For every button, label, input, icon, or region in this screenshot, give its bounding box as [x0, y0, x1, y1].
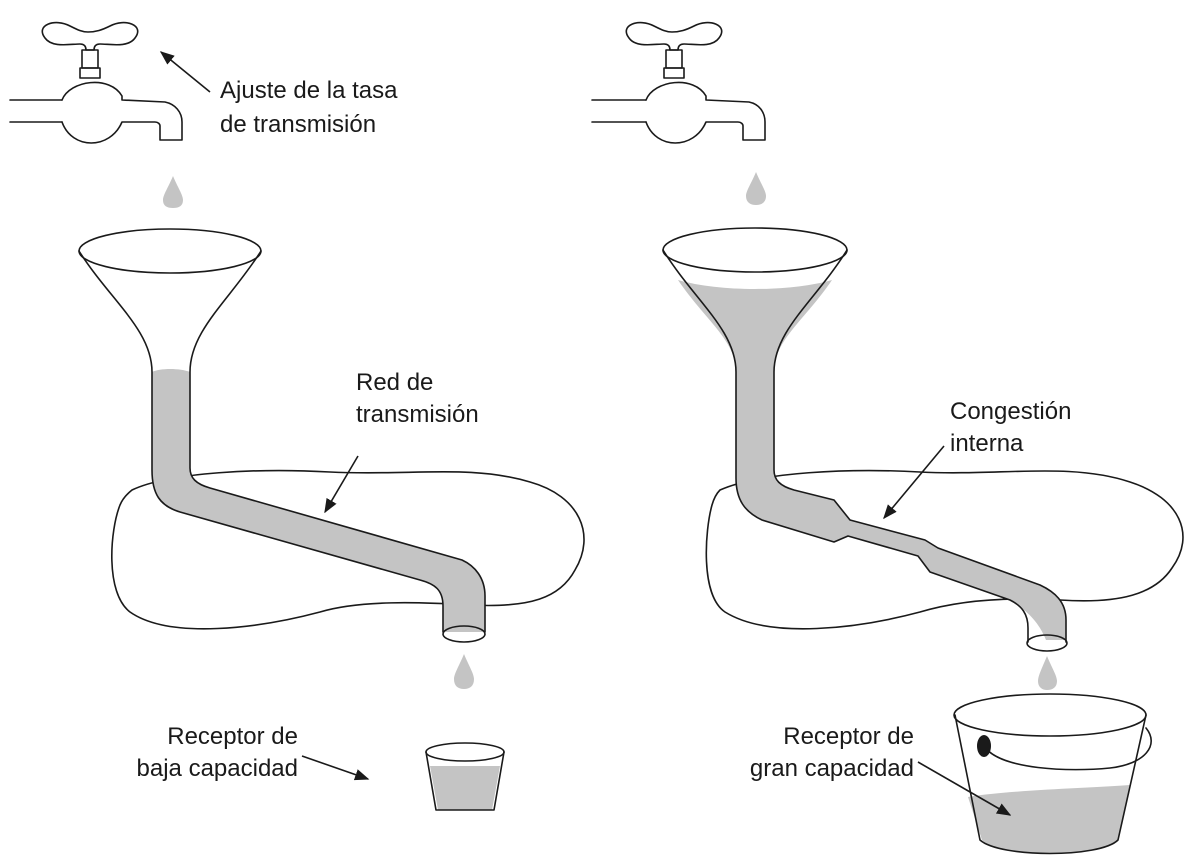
high-receiver-line1: Receptor de: [783, 723, 914, 750]
low-receiver-line2: baja capacidad: [137, 755, 298, 782]
left-scene: [9, 21, 585, 811]
right-scene: [591, 21, 1184, 855]
faucet-right-icon: [591, 21, 766, 144]
network-cloud-left: [111, 469, 585, 630]
tap-adjust-line2: de transmisión: [220, 111, 376, 138]
network-line1: Red de: [356, 369, 433, 396]
water-drop-left-top: [163, 176, 183, 208]
pipe-water-left: [152, 369, 485, 632]
congestion-line1: Congestión: [950, 398, 1071, 425]
funnel-right: [662, 227, 1068, 652]
congestion-line2: interna: [950, 430, 1024, 457]
water-drop-right-bottom: [1038, 656, 1057, 690]
high-receiver-line2: gran capacidad: [750, 755, 914, 782]
pipe-water-right: [678, 280, 1066, 640]
label-high-receiver: Receptor de gran capacidad: [750, 723, 1012, 816]
low-receiver-line1: Receptor de: [167, 723, 298, 750]
label-tap-adjust: Ajuste de la tasa de transmisión: [159, 51, 398, 138]
network-line2: transmisión: [356, 401, 479, 428]
label-low-receiver: Receptor de baja capacidad: [137, 723, 370, 782]
network-cloud-right: [705, 469, 1184, 630]
bucket-receiver: [953, 693, 1152, 855]
label-congestion: Congestión interna: [883, 398, 1071, 520]
faucet-left-icon: [9, 21, 183, 144]
small-cup-receiver: [425, 742, 505, 811]
water-drop-left-bottom: [454, 654, 474, 689]
tap-adjust-line1: Ajuste de la tasa: [220, 77, 398, 104]
label-network: Red de transmisión: [324, 369, 479, 514]
funnel-left: [78, 228, 486, 643]
water-drop-right-top: [746, 172, 766, 205]
